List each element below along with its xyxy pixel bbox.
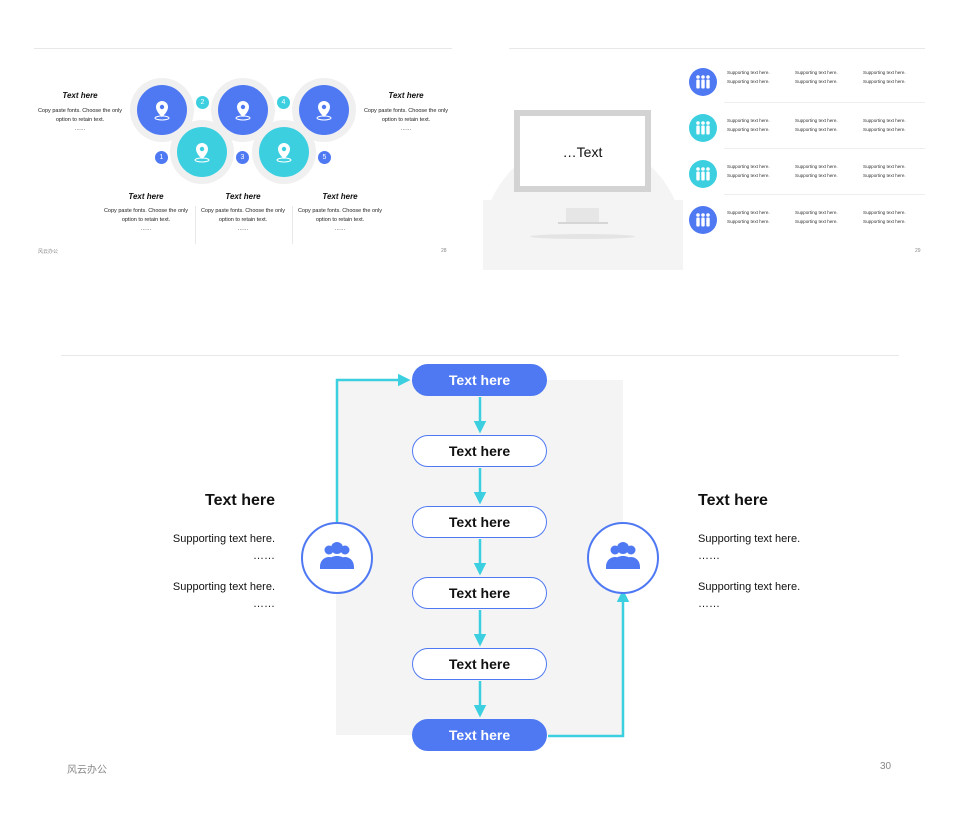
right-title: Text here <box>698 492 768 509</box>
row-divider <box>724 194 925 195</box>
group-people-icon <box>689 114 717 142</box>
flow-step-3: Text here <box>412 506 547 538</box>
row-1-cell-3: Supporting text here. <box>863 70 906 75</box>
slide-28-bottom-item-1: Text here Copy paste fonts. Choose the o… <box>103 192 189 232</box>
left-line-1: Supporting text here. <box>172 533 275 545</box>
flow-step-5: Text here <box>412 648 547 680</box>
flow-step-2: Text here <box>412 435 547 467</box>
row-2-cell-4: Supporting text here. <box>727 127 770 132</box>
pin-circle-2 <box>170 120 234 184</box>
slide-28-pin-cluster <box>130 78 356 184</box>
row-4-cell-3: Supporting text here. <box>863 210 906 215</box>
row-divider <box>724 102 925 103</box>
right-line-1: Supporting text here. <box>698 533 801 545</box>
pin-circle-5 <box>292 78 356 142</box>
row-1-cell-1: Supporting text here. <box>727 70 770 75</box>
slide-28-footer-brand: 风云办公 <box>38 249 59 255</box>
slide-29-top-rule <box>509 48 925 49</box>
step-number-2: 2 <box>196 96 209 109</box>
right-line-2: Supporting text here. <box>698 581 801 593</box>
row-3-cell-4: Supporting text here. <box>727 173 770 178</box>
row-2-cell-2: Supporting text here. <box>795 118 838 123</box>
group-people-icon <box>689 68 717 96</box>
monitor-text: …Text <box>562 144 603 160</box>
row-1-cell-5: Supporting text here. <box>795 79 838 84</box>
row-3-cell-2: Supporting text here. <box>795 164 838 169</box>
flow-step-6: Text here <box>412 719 547 751</box>
row-3-cell-5: Supporting text here. <box>795 173 838 178</box>
step-number-3: 3 <box>236 151 249 164</box>
slide-30-page-number: 30 <box>880 761 892 772</box>
monitor-shadow <box>530 234 635 239</box>
flow-step-1: Text here <box>412 364 547 396</box>
connector-left-loop <box>335 373 411 522</box>
slide-29-row-3: Supporting text here. Supporting text he… <box>688 156 925 200</box>
row-3-cell-3: Supporting text here. <box>863 164 906 169</box>
row-2-cell-3: Supporting text here. <box>863 118 906 123</box>
right-text-block: Text here Supporting text here. …… Suppo… <box>698 492 858 610</box>
slide-29: …Text Supporting text here. Supporting t… <box>483 40 928 270</box>
row-4-cell-2: Supporting text here. <box>795 210 838 215</box>
monitor-stand <box>558 222 608 224</box>
row-1-cell-2: Supporting text here. <box>795 70 838 75</box>
monitor-neck <box>566 208 599 222</box>
row-1-cell-6: Supporting text here. <box>863 79 906 84</box>
slide-28: Text here Copy paste fonts. Choose the o… <box>34 40 454 270</box>
slide-28-divider-1 <box>195 206 196 244</box>
group-people-icon <box>689 160 717 188</box>
slide-28-left-title: Text here <box>62 91 98 100</box>
users-icon <box>301 522 373 594</box>
group-people-icon <box>689 206 717 234</box>
row-3-cell-6: Supporting text here. <box>863 173 906 178</box>
left-title: Text here <box>205 492 275 509</box>
pin-circle-1 <box>130 78 194 142</box>
slide-28-right-body: Copy paste fonts. Choose the only option… <box>363 108 449 132</box>
right-dots-2: …… <box>698 598 720 610</box>
row-divider <box>724 148 925 149</box>
row-4-cell-1: Supporting text here. <box>727 210 770 215</box>
step-number-5: 5 <box>318 151 331 164</box>
row-2-cell-6: Supporting text here. <box>863 127 906 132</box>
pin-circle-3 <box>211 78 275 142</box>
left-text-block: Text here Supporting text here. …… Suppo… <box>130 492 275 610</box>
slide-28-page-number: 28 <box>441 248 447 254</box>
flow-step-4: Text here <box>412 577 547 609</box>
row-4-cell-4: Supporting text here. <box>727 219 770 224</box>
users-icon <box>587 522 659 594</box>
flow-connectors <box>335 373 630 738</box>
left-dots-2: …… <box>253 598 275 610</box>
slide-28-right-title: Text here <box>388 91 424 100</box>
slide-28-left-body: Copy paste fonts. Choose the only option… <box>37 108 123 132</box>
row-4-cell-5: Supporting text here. <box>795 219 838 224</box>
connector-right-loop <box>548 589 630 738</box>
row-2-cell-1: Supporting text here. <box>727 118 770 123</box>
slide-29-page-number: 29 <box>915 248 921 254</box>
slide-29-row-4: Supporting text here. Supporting text he… <box>688 202 925 246</box>
slide-28-bottom-item-2: Text here Copy paste fonts. Choose the o… <box>200 192 286 232</box>
row-4-cell-6: Supporting text here. <box>863 219 906 224</box>
slide-28-top-rule <box>34 48 452 49</box>
monitor-screen <box>520 116 645 186</box>
slide-29-row-1: Supporting text here. Supporting text he… <box>688 64 925 108</box>
step-number-4: 4 <box>277 96 290 109</box>
left-dots-1: …… <box>253 550 275 562</box>
step-number-1: 1 <box>155 151 168 164</box>
row-3-cell-1: Supporting text here. <box>727 164 770 169</box>
slide-29-row-2: Supporting text here. Supporting text he… <box>688 110 925 154</box>
slide-30-top-rule <box>61 355 899 356</box>
slide-28-bottom-item-3: Text here Copy paste fonts. Choose the o… <box>297 192 383 232</box>
slide-30-footer-brand: 风云办公 <box>67 765 107 776</box>
slide-30: Text here Text here Text here Text here … <box>0 340 960 816</box>
row-2-cell-5: Supporting text here. <box>795 127 838 132</box>
slide-28-divider-2 <box>292 206 293 244</box>
right-dots-1: …… <box>698 550 720 562</box>
pin-circle-4 <box>252 120 316 184</box>
left-line-2: Supporting text here. <box>172 581 275 593</box>
row-1-cell-4: Supporting text here. <box>727 79 770 84</box>
